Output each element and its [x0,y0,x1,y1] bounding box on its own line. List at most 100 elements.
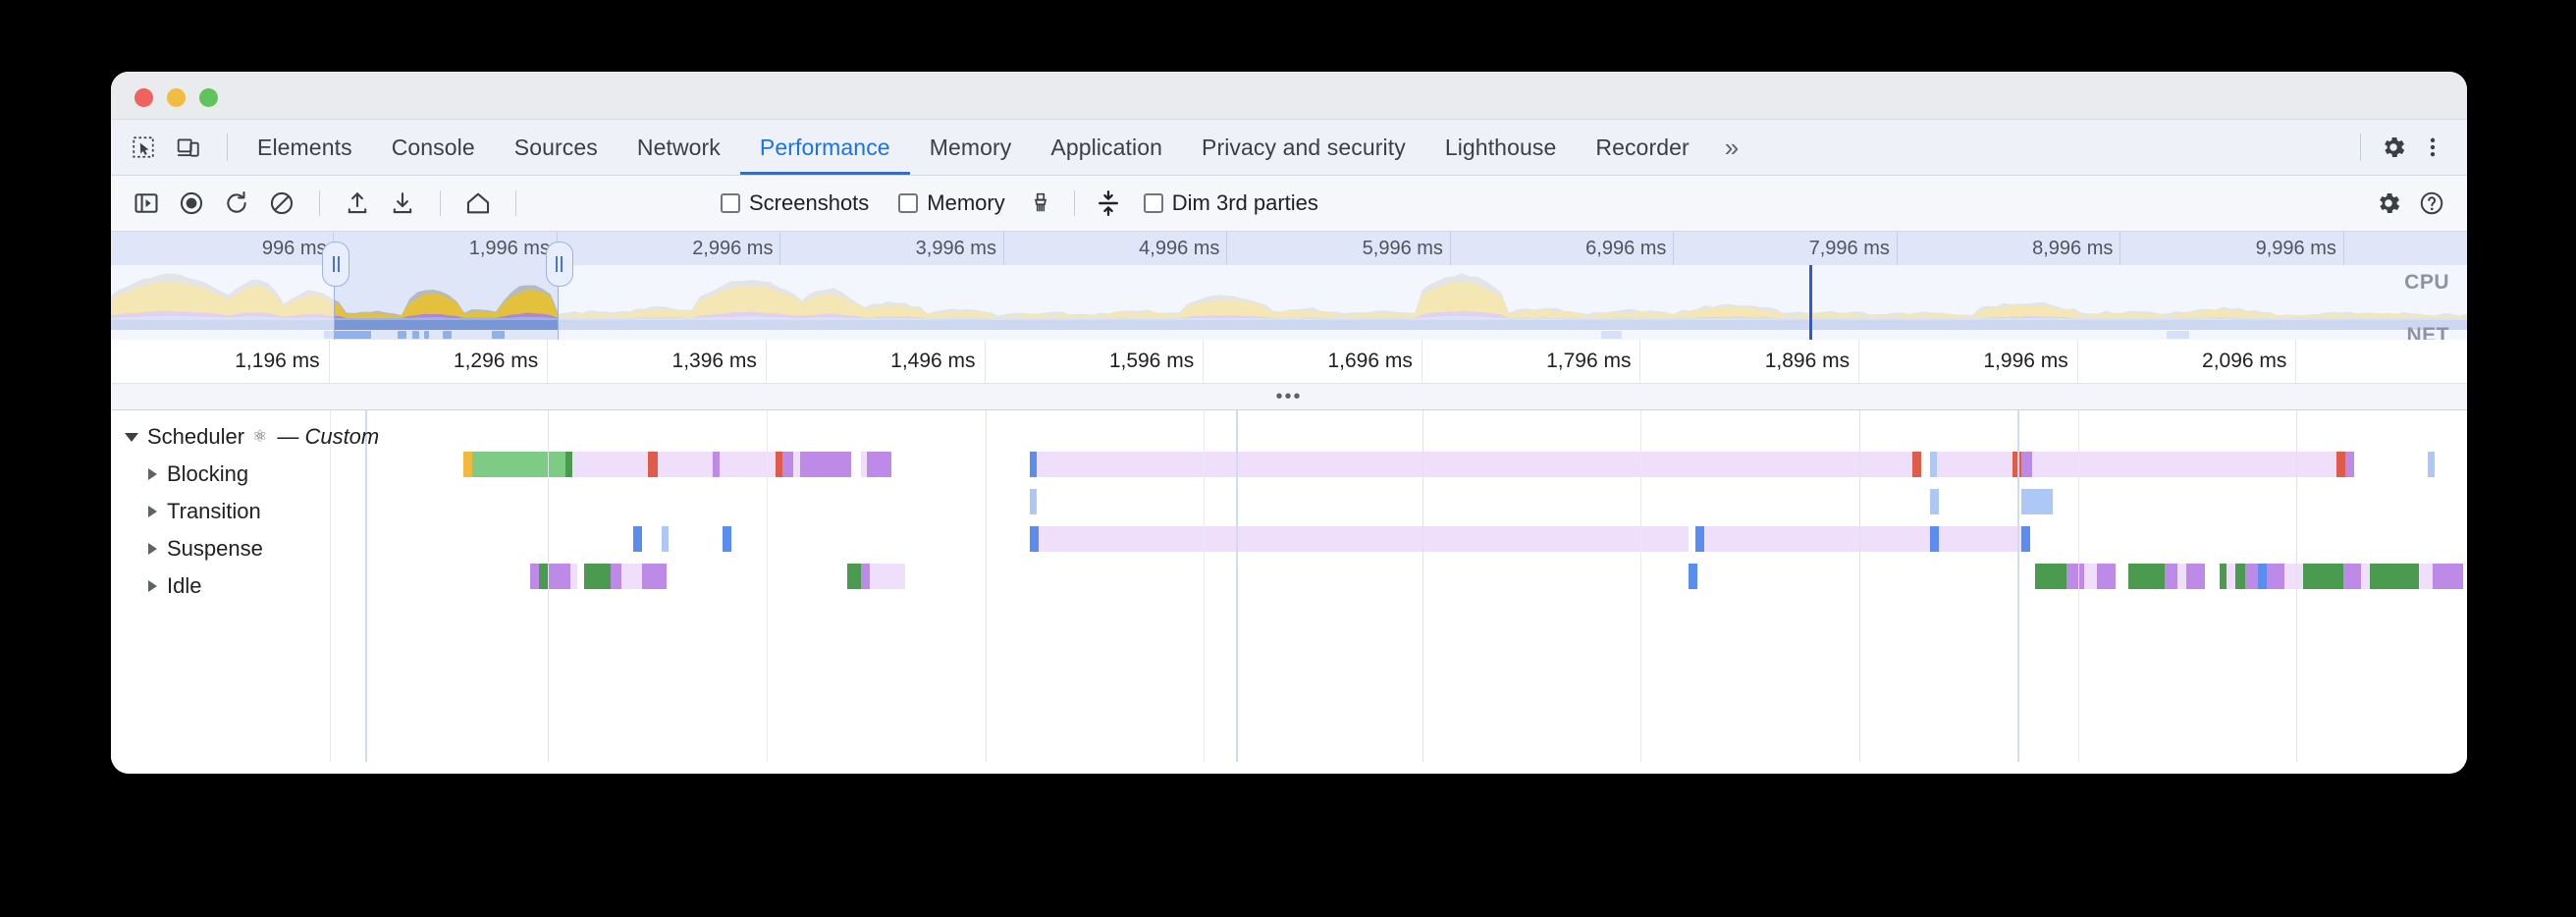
flame-lane-transition[interactable] [351,489,2467,514]
flame-event[interactable] [2335,452,2345,477]
flame-lane-blocking[interactable] [351,452,2467,477]
flame-event[interactable] [583,564,611,589]
flame-event[interactable] [2186,564,2205,589]
tab-performance[interactable]: Performance [740,120,910,175]
flame-event[interactable] [2432,564,2464,589]
help-icon[interactable] [2414,186,2449,221]
memory-checkbox-box[interactable] [898,193,919,213]
flame-event[interactable] [2369,564,2419,589]
collect-garbage-icon[interactable] [1023,186,1058,221]
flame-event[interactable] [662,526,669,552]
flame-event[interactable] [720,452,777,477]
flame-event[interactable] [713,452,721,477]
flame-event[interactable] [1037,452,1912,477]
toggle-sidebar-button[interactable] [129,186,164,221]
tab-memory[interactable]: Memory [929,134,1012,160]
flame-event[interactable] [781,452,794,477]
track-row-suspense[interactable]: Suspense [148,530,263,567]
more-options-kebab-icon[interactable] [2416,131,2449,164]
flame-event[interactable] [2220,564,2227,589]
flame-event[interactable] [2021,526,2031,552]
flame-event[interactable] [539,564,549,589]
chevron-down-icon[interactable] [125,432,138,442]
track-row-idle[interactable]: Idle [148,567,201,605]
tab-network[interactable]: Network [636,134,721,160]
tab-application[interactable]: Application [1050,134,1162,160]
flame-event[interactable] [1030,489,1038,514]
flame-event[interactable] [1030,452,1038,477]
flame-event[interactable] [621,564,642,589]
window-minimize-button[interactable] [167,88,186,107]
home-button[interactable] [460,186,496,221]
overview-selection-handle-right[interactable] [545,242,573,340]
flame-event[interactable] [846,564,861,589]
flame-event[interactable] [2244,564,2259,589]
flame-event[interactable] [548,564,570,589]
flame-event[interactable] [2227,564,2236,589]
flame-event[interactable] [2267,564,2285,589]
flame-event[interactable] [1936,452,2012,477]
flame-event[interactable] [648,452,658,477]
flame-lane-suspense[interactable] [351,526,2467,552]
flame-event[interactable] [2418,564,2433,589]
flame-event[interactable] [1704,526,2024,552]
flame-event[interactable] [1030,526,1040,552]
flame-event[interactable] [2177,564,2187,589]
window-close-button[interactable] [134,88,153,107]
dim-3rd-parties-checkbox-box[interactable] [1143,193,1163,213]
flame-event[interactable] [2128,564,2165,589]
chevron-right-icon[interactable] [148,543,157,555]
screenshots-checkbox-box[interactable] [721,193,740,213]
flame-event[interactable] [2344,452,2354,477]
capture-settings-gear-icon[interactable] [2371,186,2406,221]
flame-event[interactable] [2164,564,2178,589]
flame-event[interactable] [471,452,566,477]
flame-event[interactable] [641,564,667,589]
flame-event[interactable] [2235,564,2245,589]
flame-event[interactable] [2284,564,2303,589]
flame-event[interactable] [2342,564,2361,589]
flame-event[interactable] [2427,452,2435,477]
window-zoom-button[interactable] [199,88,218,107]
flame-event[interactable] [565,452,573,477]
flame-event[interactable] [800,452,852,477]
pane-resizer[interactable]: ••• [111,384,2467,410]
flame-event[interactable] [1039,526,1690,552]
flame-event[interactable] [2012,452,2022,477]
flame-event[interactable] [1929,489,1939,514]
flame-event[interactable] [462,452,472,477]
flame-event[interactable] [1689,564,1698,589]
flame-event[interactable] [2034,564,2066,589]
flame-event[interactable] [529,564,540,589]
memory-checkbox[interactable]: Memory [886,190,1016,216]
flame-event[interactable] [1929,452,1937,477]
flame-event[interactable] [860,452,868,477]
flame-event[interactable] [2097,564,2116,589]
flame-event[interactable] [610,564,622,589]
more-tabs-chevron-icon[interactable]: » [1724,132,1740,162]
flame-event[interactable] [2021,452,2033,477]
track-row-transition[interactable]: Transition [148,493,261,530]
chevron-right-icon[interactable] [148,468,157,480]
track-group-scheduler[interactable]: Scheduler ⚛ — Custom [125,418,379,456]
download-profile-button[interactable] [385,186,420,221]
flame-event[interactable] [1929,526,1939,552]
tab-privacy-and-security[interactable]: Privacy and security [1202,134,1406,160]
overview-handle-grip-left[interactable] [322,242,350,287]
overview-selection-handle-left[interactable] [322,242,350,340]
tab-sources[interactable]: Sources [513,134,598,160]
flame-event[interactable] [2032,452,2336,477]
flame-event[interactable] [2066,564,2084,589]
collapse-rows-icon[interactable] [1091,186,1126,221]
flame-event[interactable] [2258,564,2268,589]
flame-event[interactable] [2302,564,2343,589]
flame-event[interactable] [860,564,870,589]
flame-event[interactable] [1911,452,1921,477]
upload-profile-button[interactable] [340,186,375,221]
tab-lighthouse[interactable]: Lighthouse [1444,134,1557,160]
flame-event[interactable] [869,564,905,589]
overview-handle-grip-right[interactable] [545,242,573,287]
flame-event[interactable] [776,452,782,477]
